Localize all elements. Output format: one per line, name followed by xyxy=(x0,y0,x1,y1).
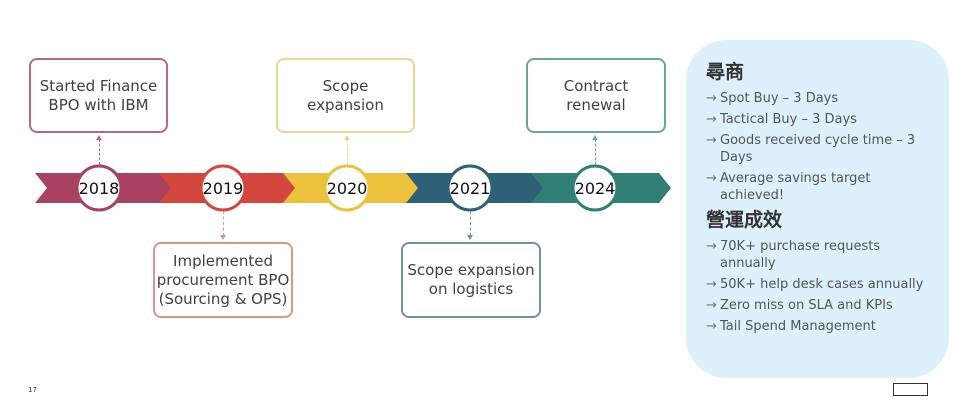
year-label: 2024 xyxy=(575,179,616,198)
year-label: 2021 xyxy=(450,179,491,198)
year-label: 2019 xyxy=(203,179,244,198)
timeline-arrow-band: 2018 2019 2020 2021 2024 xyxy=(35,164,671,212)
arrow-right-icon: → xyxy=(706,133,717,148)
milestone-box-2021: Scope expansion on logistics xyxy=(401,242,541,318)
milestone-label: Implemented procurement BPO (Sourcing & … xyxy=(156,251,290,308)
arrow-right-icon: → xyxy=(706,298,717,313)
section-title-operations: 營運成效 xyxy=(706,209,783,231)
list-item-text: Zero miss on SLA and KPIs xyxy=(720,298,893,313)
connector-arrow-icon xyxy=(220,235,226,240)
list-item-text: 50K+ help desk cases annually xyxy=(720,277,924,292)
arrow-right-icon: → xyxy=(706,112,717,127)
connector-arrow-icon xyxy=(467,235,473,240)
arrow-right-icon: → xyxy=(706,277,717,292)
connector-line xyxy=(99,139,100,165)
year-label: 2018 xyxy=(79,179,120,198)
timeline: 2018 2019 2020 2021 2024 Started Finance BPO… xyxy=(29,58,671,318)
list-item: →70K+ purchase requests annually xyxy=(706,238,931,272)
milestone-label: Scope expansion on logistics xyxy=(407,261,535,298)
year-circle xyxy=(323,164,371,212)
list-item-text: Goods received cycle time – 3 Days xyxy=(720,133,916,165)
milestone-box-2020: Scope expansion xyxy=(276,58,415,133)
list-item: →Zero miss on SLA and KPIs xyxy=(706,297,931,314)
list-item: →Spot Buy – 3 Days xyxy=(706,90,931,107)
list-item: →Tail Spend Management xyxy=(706,318,931,335)
connector-arrow-icon xyxy=(96,135,102,140)
arrow-right-icon: → xyxy=(706,91,717,106)
corner-box xyxy=(893,383,928,396)
list-item: →Goods received cycle time – 3 Days xyxy=(706,132,931,166)
milestone-box-2018: Started Finance BPO with IBM xyxy=(29,58,168,133)
milestone-box-2019: Implemented procurement BPO (Sourcing & … xyxy=(153,242,293,318)
list-item-text: Average savings target achieved! xyxy=(720,171,871,203)
list-item-text: Tail Spend Management xyxy=(720,319,876,334)
list-item: →Average savings target achieved! xyxy=(706,170,931,204)
arrow-right-icon: → xyxy=(706,239,717,254)
arrow-right-icon: → xyxy=(706,171,717,186)
results-panel: 尋商 →Spot Buy – 3 Days→Tactical Buy – 3 D… xyxy=(686,40,949,378)
milestone-label: Scope expansion xyxy=(307,76,384,114)
list-item: →Tactical Buy – 3 Days xyxy=(706,111,931,128)
list-item-text: Spot Buy – 3 Days xyxy=(720,91,839,106)
connector-line xyxy=(347,139,348,165)
year-circle xyxy=(571,164,619,212)
year-circle xyxy=(199,164,247,212)
connector-line xyxy=(223,211,224,236)
list-item-text: Tactical Buy – 3 Days xyxy=(720,112,857,127)
page-number: 17 xyxy=(28,386,37,394)
list-item-text: 70K+ purchase requests annually xyxy=(720,239,881,271)
year-circle xyxy=(75,164,123,212)
section-title-sourcing: 尋商 xyxy=(706,61,745,83)
connector-line xyxy=(470,211,471,236)
milestone-box-2024: Contract renewal xyxy=(526,58,666,133)
connector-arrow-icon xyxy=(344,135,350,140)
milestone-label: Started Finance BPO with IBM xyxy=(39,76,158,114)
year-label: 2020 xyxy=(327,179,368,198)
connector-arrow-icon xyxy=(592,135,598,140)
list-item: →50K+ help desk cases annually xyxy=(706,276,931,293)
arrow-right-icon: → xyxy=(706,319,717,334)
milestone-label: Contract renewal xyxy=(563,76,629,114)
connector-line xyxy=(595,139,596,165)
sourcing-list: →Spot Buy – 3 Days→Tactical Buy – 3 Days… xyxy=(706,90,931,204)
operations-list: →70K+ purchase requests annually→50K+ he… xyxy=(706,238,931,335)
year-circle xyxy=(446,164,494,212)
